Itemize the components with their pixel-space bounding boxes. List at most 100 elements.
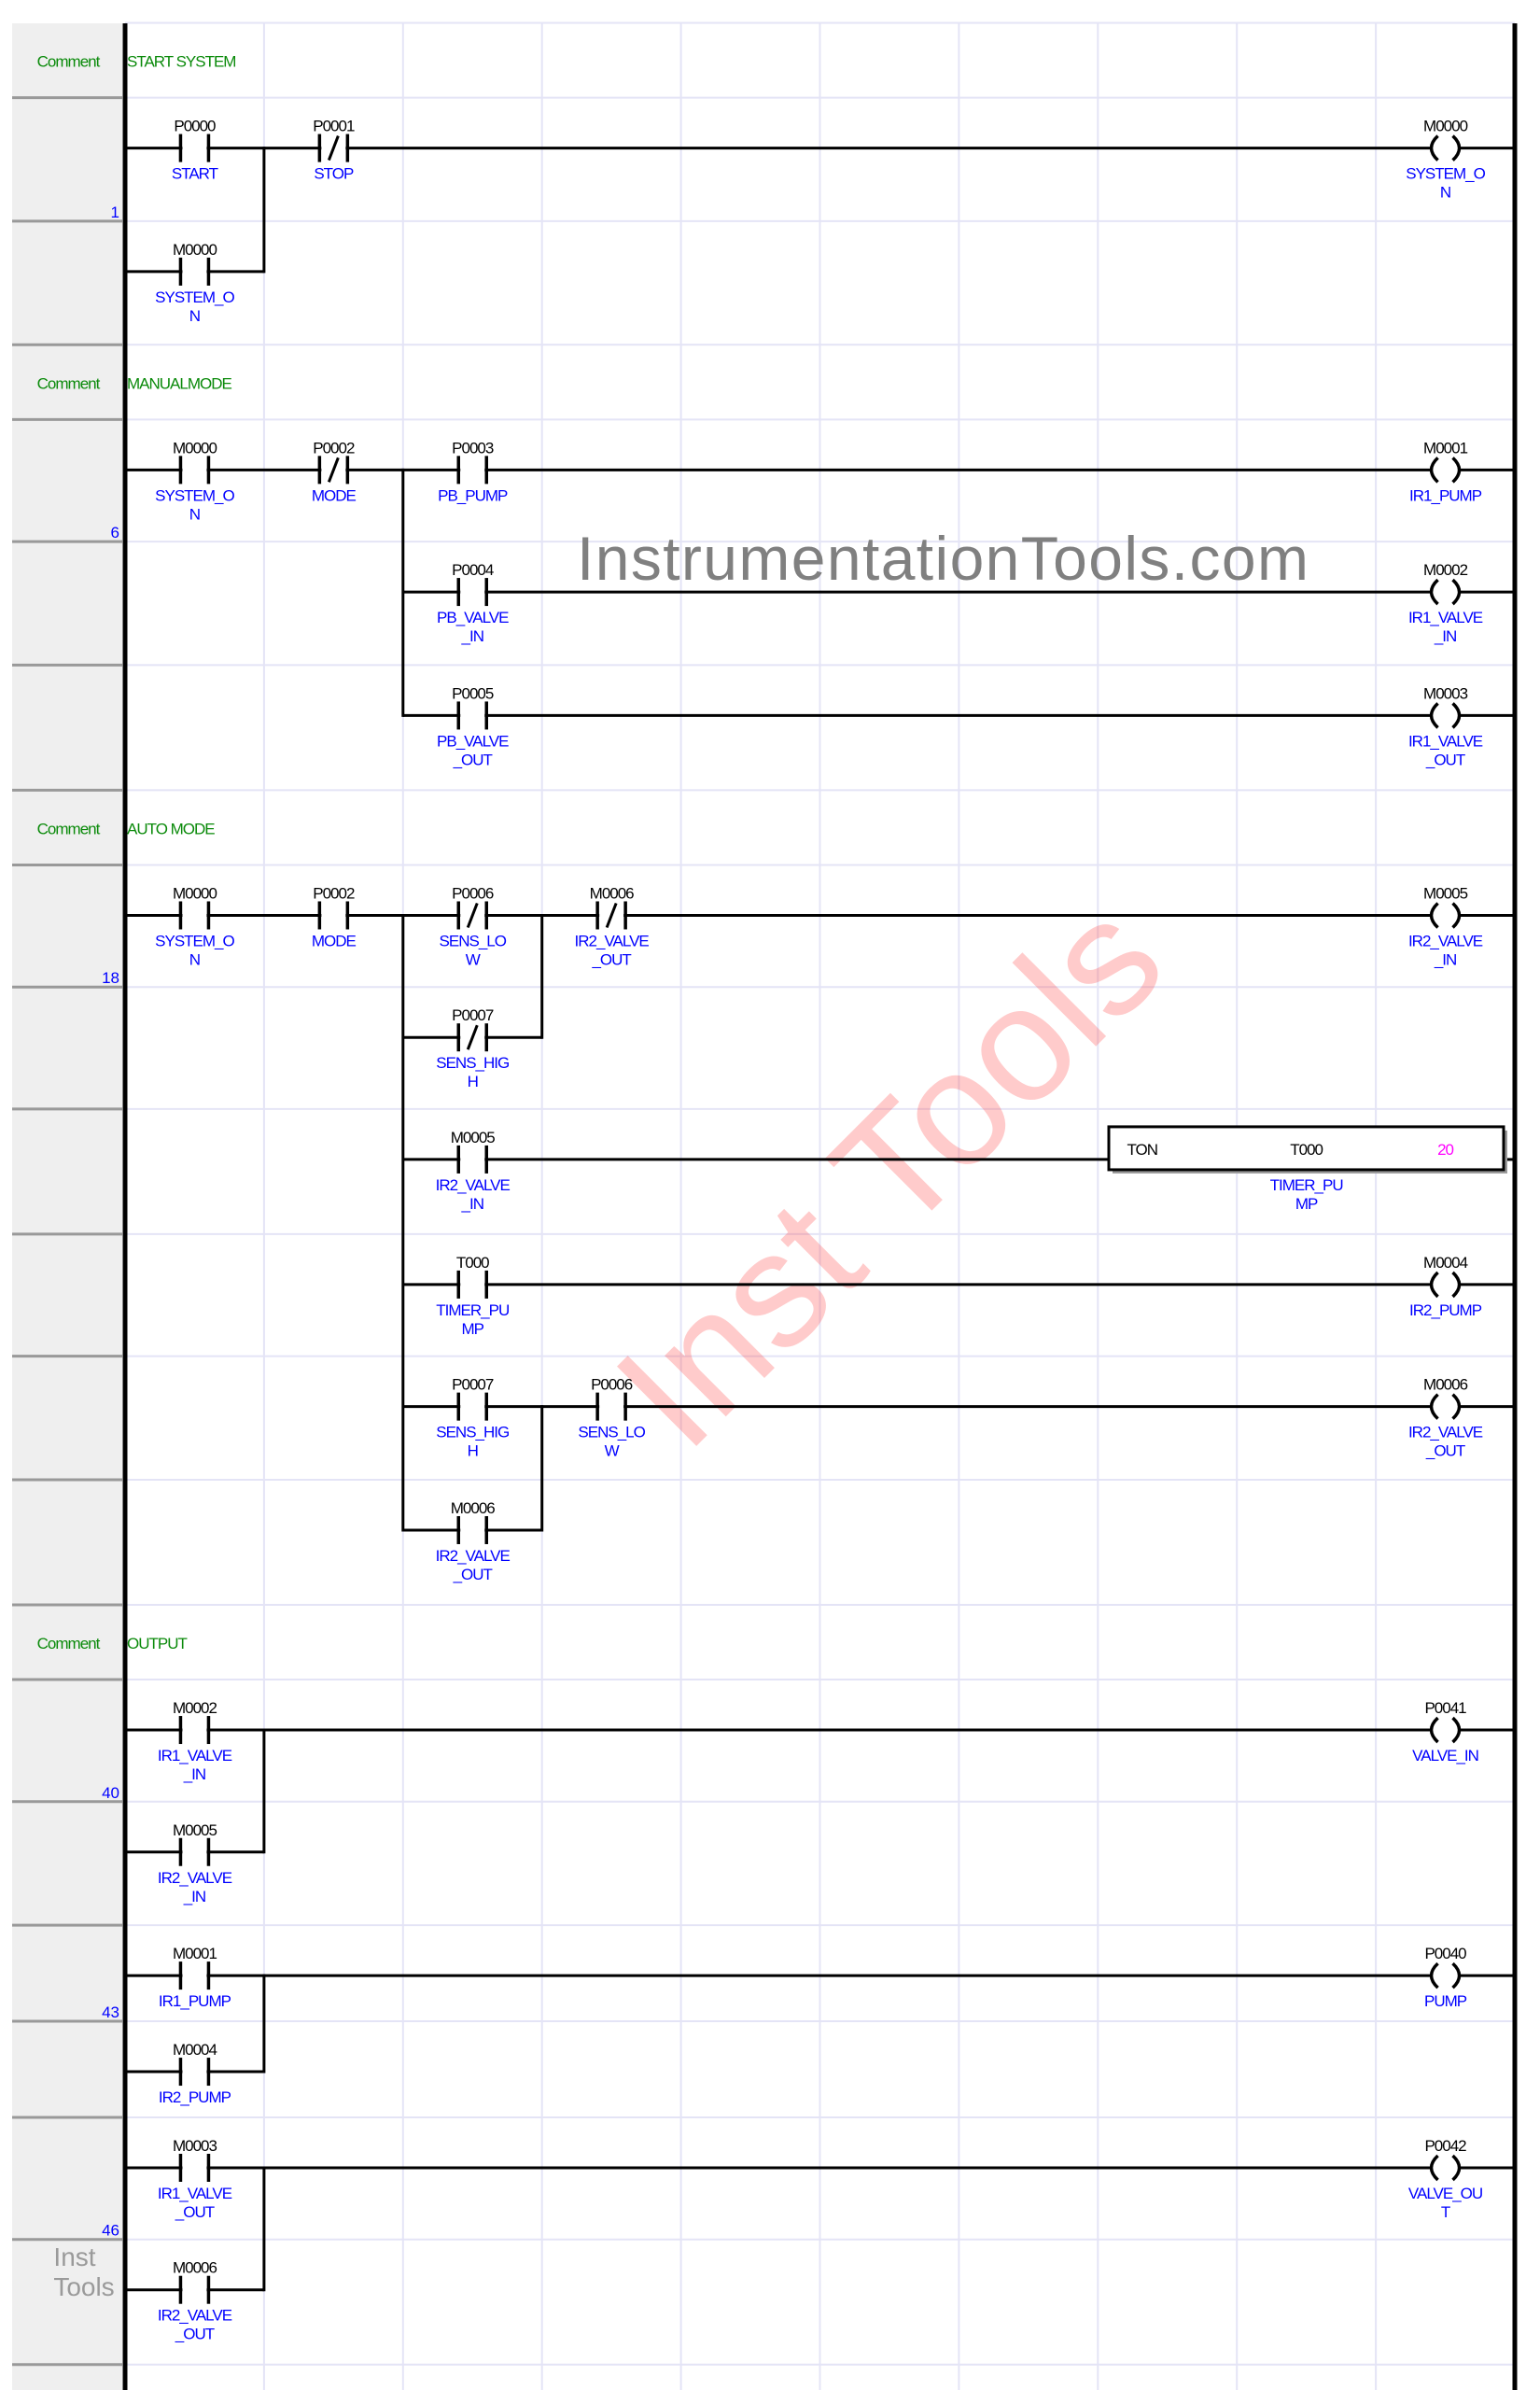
- coil-right-arc: [1451, 2154, 1462, 2182]
- device-comment: W: [466, 950, 481, 968]
- contact-gap: [460, 465, 485, 475]
- device-comment: H: [468, 1442, 478, 1460]
- device-comment: _OUT: [1425, 751, 1465, 768]
- device-comment: _OUT: [453, 1566, 493, 1583]
- device-comment: SENS_LO: [440, 932, 507, 949]
- device-comment: SYSTEM_O: [1406, 165, 1485, 183]
- device-comment: _IN: [1434, 950, 1456, 968]
- device-comment: SYSTEM_O: [155, 932, 234, 949]
- coil-address: M0004: [1423, 1254, 1468, 1272]
- contact-gap: [182, 1971, 207, 1981]
- contact-address: P0006: [591, 1376, 633, 1394]
- contact-address: T000: [456, 1254, 489, 1272]
- contact-gap: [182, 143, 207, 153]
- coil-gap: [1430, 1279, 1461, 1289]
- device-comment: _OUT: [591, 950, 631, 968]
- device-comment: N: [189, 307, 200, 325]
- contact-slash: [327, 457, 340, 483]
- device-comment: SENS_HIG: [436, 1054, 509, 1072]
- contact-address: M0000: [173, 884, 217, 902]
- rung-40: 40M0002IR1_VALVE_INM0005IR2_VALVE_INP004…: [102, 1699, 1515, 1905]
- contact-address: M0005: [173, 1821, 217, 1839]
- contact-address: P0001: [313, 118, 355, 135]
- device-comment: _OUT: [175, 2203, 215, 2221]
- device-comment: IR2_VALVE: [158, 1869, 232, 1887]
- coil-left-arc: [1429, 1393, 1439, 1420]
- contact-address: M0003: [173, 2137, 217, 2155]
- contact-address: P0002: [313, 439, 355, 457]
- coil-left-arc: [1429, 134, 1439, 162]
- device-comment: SENS_LO: [578, 1424, 645, 1441]
- device-comment: IR2_VALVE: [1408, 1424, 1483, 1441]
- contact-address: P0000: [174, 118, 216, 135]
- device-comment: _OUT: [1425, 1442, 1465, 1460]
- coil-left-arc: [1429, 1271, 1439, 1299]
- timer-comment: TIMER_PU: [1270, 1176, 1343, 1194]
- coil-gap: [1430, 1401, 1461, 1412]
- coil-right-arc: [1451, 902, 1462, 929]
- contact-gap: [460, 1279, 485, 1289]
- comment-text: START SYSTEM: [127, 53, 235, 71]
- device-comment: STOP: [314, 165, 354, 183]
- coil-left-arc: [1429, 702, 1439, 729]
- device-comment: IR2_VALVE: [1408, 932, 1483, 949]
- contact-gap: [460, 587, 485, 598]
- device-comment: T: [1441, 2203, 1450, 2221]
- rung-number: 6: [111, 524, 119, 541]
- device-comment: IR2_VALVE: [436, 1547, 511, 1565]
- rung-number: 46: [102, 2222, 119, 2240]
- rung-18: 18M0000SYSTEM_ONP0002MODEP0006SENS_LOWM0…: [102, 884, 1515, 1583]
- device-comment: _OUT: [453, 751, 493, 768]
- device-comment: _IN: [461, 627, 483, 645]
- device-comment: IR1_PUMP: [1409, 486, 1482, 504]
- contact-gap: [321, 910, 346, 921]
- contact-gap: [182, 910, 207, 921]
- contact-address: P0007: [452, 1006, 494, 1024]
- device-comment: SYSTEM_O: [155, 486, 234, 504]
- device-comment: IR1_VALVE: [1408, 732, 1483, 750]
- device-comment: MP: [462, 1320, 484, 1338]
- contact-address: M0006: [451, 1499, 496, 1517]
- watermark-corner-line1: Inst: [53, 2242, 95, 2271]
- contact-gap: [182, 465, 207, 475]
